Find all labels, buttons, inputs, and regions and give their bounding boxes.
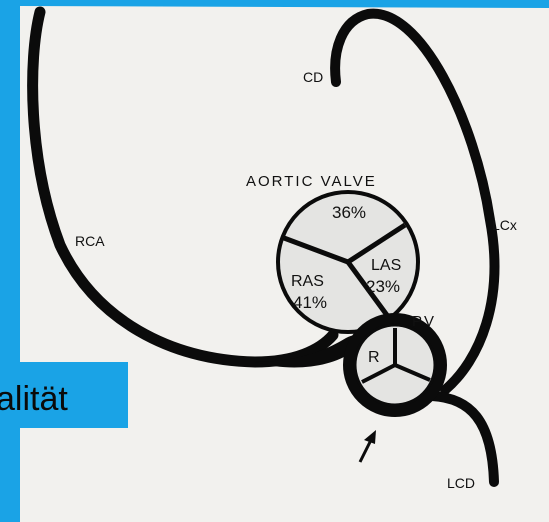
las-label: LAS <box>371 257 401 274</box>
rca-label: RCA <box>75 233 105 249</box>
cd-label: CD <box>303 69 323 85</box>
ras-percent: 41% <box>293 293 327 312</box>
ras-label: RAS <box>291 273 324 290</box>
lcd-label: LCD <box>447 475 475 491</box>
las-percent: 23% <box>366 277 400 296</box>
aortic-top-percent: 36% <box>332 203 366 222</box>
slide-text-fragment: alität <box>0 380 68 418</box>
pv-segment-r: R <box>368 349 380 366</box>
aortic-valve-label: AORTIC VALVE <box>246 173 377 190</box>
lcx-label: LCx <box>492 217 517 233</box>
pv-label: PV <box>412 313 436 330</box>
pulmonary-valve <box>350 320 440 410</box>
slide-left-margin <box>0 0 20 522</box>
